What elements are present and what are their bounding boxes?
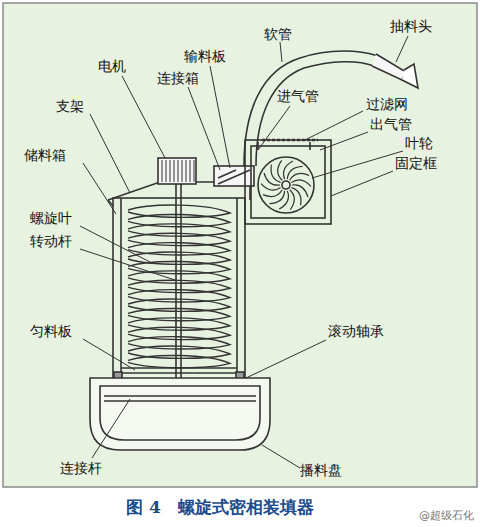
part-label: 螺旋叶 — [30, 210, 72, 226]
part-label: 储料箱 — [24, 147, 66, 163]
part-label: 软管 — [264, 26, 292, 42]
impeller — [258, 157, 314, 213]
part-label: 支架 — [56, 98, 84, 114]
watermark: @超级石化 — [419, 508, 474, 523]
storage-tank — [113, 198, 245, 380]
figure-caption: 图 4 螺旋式密相装填器 — [126, 496, 314, 519]
part-label: 抽料头 — [390, 18, 432, 34]
part-label: 连接箱 — [157, 70, 199, 86]
part-label: 滚动轴承 — [328, 323, 384, 339]
leader-lines — [80, 36, 408, 468]
part-label: 转动杆 — [30, 233, 72, 249]
fixed-frame — [245, 140, 331, 224]
machine-outline — [90, 51, 418, 450]
part-label: 过滤网 — [366, 96, 408, 112]
motor-windings — [162, 160, 194, 182]
spiral-blade — [128, 205, 230, 368]
part-label: 出气管 — [370, 116, 412, 132]
part-label: 叶轮 — [405, 135, 433, 151]
part-label: 匀料板 — [30, 323, 72, 339]
part-label: 播料盘 — [300, 462, 342, 478]
part-label: 进气管 — [277, 88, 319, 104]
motor — [158, 158, 196, 184]
part-label: 输料板 — [184, 48, 226, 64]
part-label: 电机 — [98, 58, 126, 74]
part-label: 连接杆 — [60, 460, 102, 476]
figure-frame — [3, 3, 477, 487]
impeller-blades — [261, 160, 311, 209]
part-label: 固定框 — [395, 155, 437, 171]
